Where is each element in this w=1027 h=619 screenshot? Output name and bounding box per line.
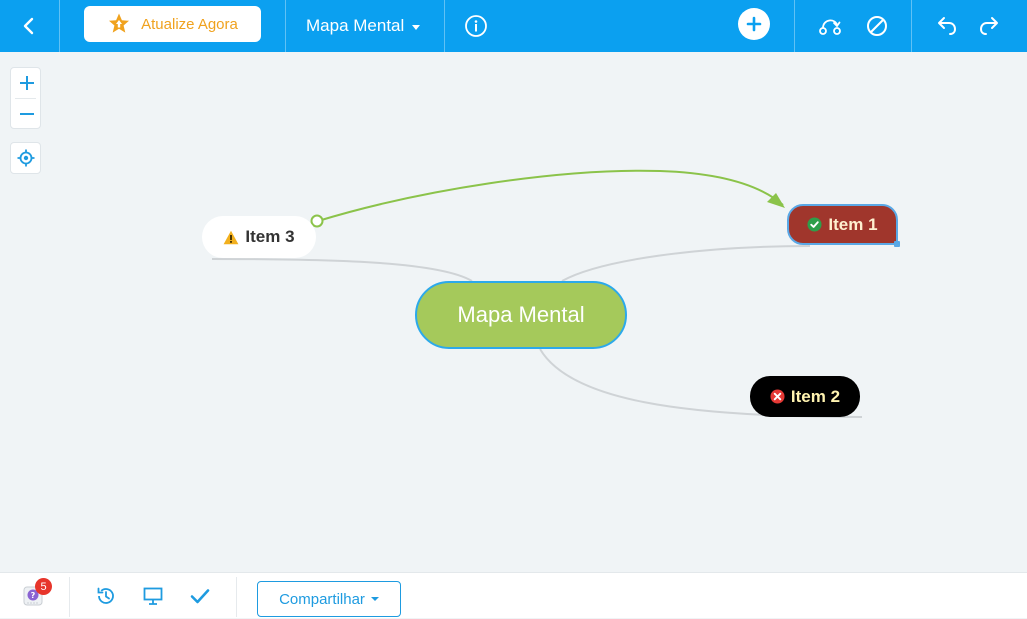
central-topic-label: Mapa Mental xyxy=(457,302,585,327)
info-icon xyxy=(465,15,487,37)
share-button[interactable]: Compartilhar xyxy=(257,581,401,617)
check-icon xyxy=(190,589,210,604)
topic-label: Item 1 xyxy=(828,214,878,234)
info-button[interactable] xyxy=(460,0,492,52)
upgrade-button[interactable]: Atualize Agora xyxy=(84,6,261,42)
map-title-dropdown[interactable]: Mapa Mental xyxy=(306,0,421,52)
top-toolbar: Atualize Agora Mapa Mental xyxy=(0,0,1027,52)
zoom-out-button[interactable] xyxy=(11,99,42,129)
minus-icon xyxy=(19,113,34,115)
check-circle-icon xyxy=(807,217,822,232)
topic-label: Item 2 xyxy=(790,386,841,406)
divider xyxy=(69,577,70,617)
topic-label: Item 3 xyxy=(245,227,295,246)
redo-icon xyxy=(979,17,998,35)
connection-icon xyxy=(819,19,841,35)
x-circle-icon xyxy=(770,389,785,404)
central-topic[interactable]: Mapa Mental xyxy=(415,281,627,349)
chevron-down-icon xyxy=(370,597,379,601)
map-title: Mapa Mental xyxy=(306,16,405,35)
notification-badge: 5 xyxy=(35,578,52,595)
star-upgrade-icon xyxy=(109,13,130,33)
undo-icon xyxy=(938,17,957,35)
divider xyxy=(15,98,36,99)
topic-item-3[interactable]: Item 3 xyxy=(202,216,316,258)
add-topic-button[interactable] xyxy=(738,8,770,40)
clear-style-button[interactable] xyxy=(861,0,893,52)
resize-handle[interactable] xyxy=(894,241,900,247)
undo-button[interactable] xyxy=(930,0,962,52)
saved-status-button[interactable] xyxy=(186,573,214,619)
share-label: Compartilhar xyxy=(279,590,365,608)
bottom-toolbar: ? 5 Compartilhar xyxy=(0,572,1027,618)
warning-icon xyxy=(224,230,239,244)
zoom-controls xyxy=(10,67,41,129)
topic-item-1[interactable]: Item 1 xyxy=(787,204,898,245)
topic-item-2[interactable]: Item 2 xyxy=(750,376,860,417)
history-icon xyxy=(97,587,114,604)
plus-icon xyxy=(746,16,762,32)
no-style-icon xyxy=(867,16,887,36)
svg-text:?: ? xyxy=(31,591,36,600)
divider xyxy=(444,0,445,52)
divider xyxy=(236,577,237,617)
chevron-left-icon xyxy=(23,17,34,35)
chevron-down-icon xyxy=(412,24,421,30)
crosshair-icon xyxy=(17,149,34,167)
plus-icon xyxy=(19,76,34,90)
presentation-button[interactable] xyxy=(139,573,167,619)
divider xyxy=(911,0,912,52)
divider xyxy=(794,0,795,52)
redo-button[interactable] xyxy=(974,0,1006,52)
relationship-button[interactable] xyxy=(814,0,846,52)
divider xyxy=(285,0,286,52)
zoom-in-button[interactable] xyxy=(11,68,42,98)
history-button[interactable] xyxy=(92,573,120,619)
divider xyxy=(59,0,60,52)
back-button[interactable] xyxy=(0,0,58,52)
upgrade-label: Atualize Agora xyxy=(141,15,238,33)
presentation-icon xyxy=(143,587,163,605)
center-map-button[interactable] xyxy=(10,142,41,174)
